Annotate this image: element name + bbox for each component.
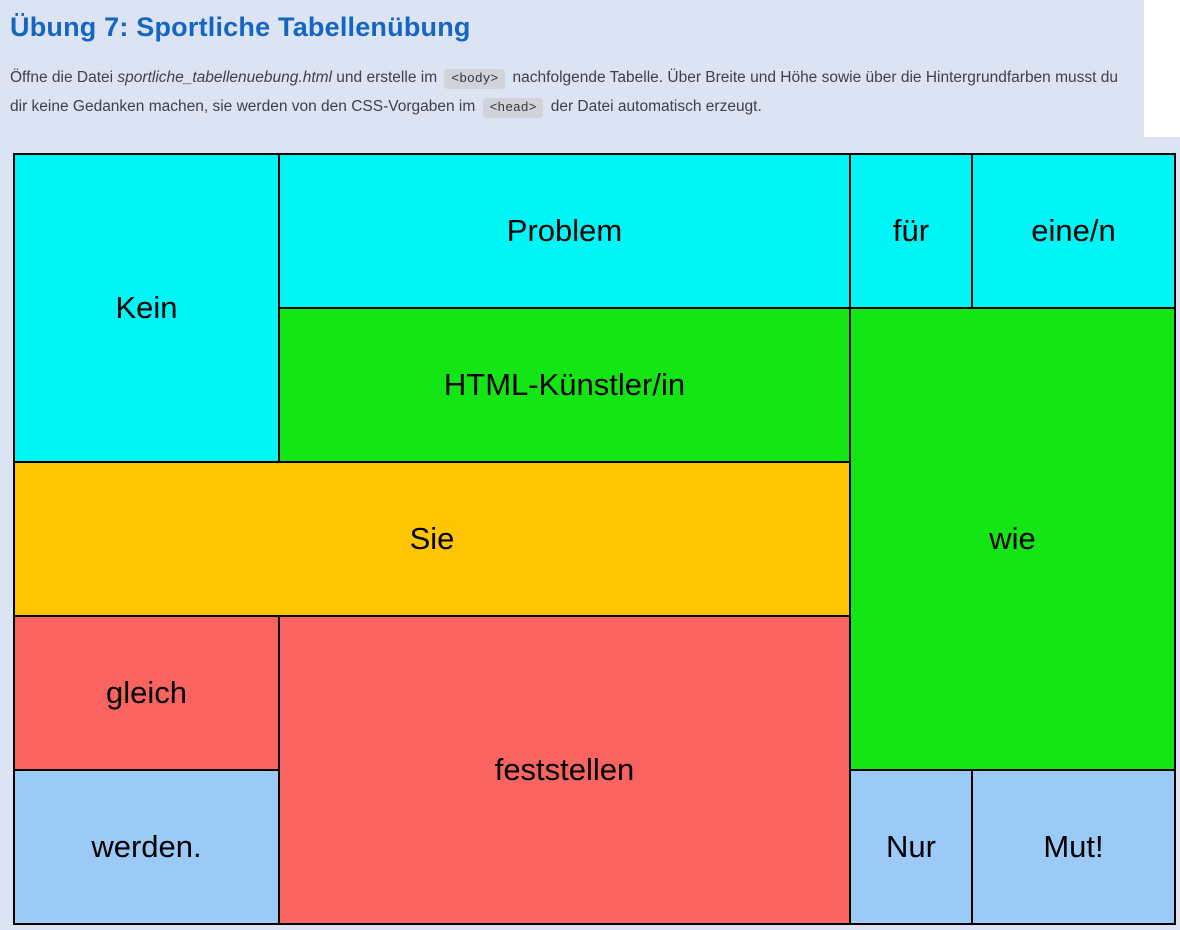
cell-gleich: gleich bbox=[13, 615, 280, 771]
exercise-table: Kein Problem für eine/n HTML-Künstler/in… bbox=[13, 153, 1176, 925]
cell-mut: Mut! bbox=[971, 769, 1176, 925]
cell-kein: Kein bbox=[13, 153, 280, 463]
body-tag-chip: <body> bbox=[444, 69, 506, 89]
cell-problem: Problem bbox=[278, 153, 851, 309]
filename-text: sportliche_tabellenuebung.html bbox=[117, 69, 332, 86]
head-tag-chip: <head> bbox=[482, 97, 544, 118]
cell-kuenstler: HTML-Künstler/in bbox=[278, 307, 851, 463]
cell-wie: wie bbox=[849, 307, 1176, 771]
cell-fuer: für bbox=[849, 153, 973, 309]
cell-feststellen: feststellen bbox=[278, 615, 851, 925]
page-title: Übung 7: Sportliche Tabellenübung bbox=[10, 12, 471, 42]
table-row-4: gleich feststellen bbox=[13, 615, 1175, 925]
header-band: Übung 7: Sportliche Tabellenübung Öffne … bbox=[0, 0, 1180, 137]
instructions-part4: der Datei automatisch erzeugt. bbox=[546, 97, 762, 115]
instructions-part2: und erstelle im bbox=[332, 69, 442, 86]
table-row-3: Sie bbox=[13, 461, 1175, 617]
cell-einen: eine/n bbox=[971, 153, 1176, 309]
cell-sie: Sie bbox=[13, 461, 851, 617]
cell-nur: Nur bbox=[849, 769, 973, 925]
instructions-part3: nachfolgende Tabelle. Über Breite und Hö… bbox=[10, 69, 1118, 115]
table-section: Kein Problem für eine/n HTML-Künstler/in… bbox=[0, 137, 1180, 930]
instruction-panel: Übung 7: Sportliche Tabellenübung Öffne … bbox=[0, 0, 1144, 137]
instructions-part1: Öffne die Datei bbox=[10, 69, 118, 86]
table-row-2: HTML-Künstler/in wie bbox=[14, 307, 1176, 771]
table-row-5: werden. Nur Mut! bbox=[13, 769, 1176, 925]
table-row-1: Kein Problem für eine/n bbox=[13, 153, 1176, 463]
instructions-paragraph: Öffne die Datei sportliche_tabellenuebun… bbox=[10, 64, 1138, 121]
cell-werden: werden. bbox=[13, 769, 280, 925]
